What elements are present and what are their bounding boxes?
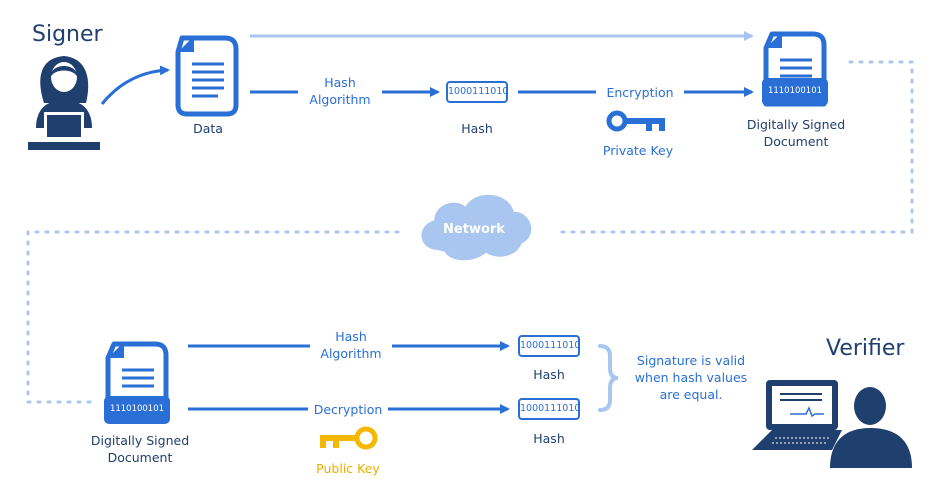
validity-note: Signature is valid when hash values are … (626, 352, 756, 403)
encryption-label: Encryption (606, 85, 674, 100)
hash-algorithm-top-line1: Hash (324, 75, 356, 90)
signature-binary-bottom: 1110100101 (109, 404, 165, 414)
signer-person-icon (28, 56, 100, 150)
verifier-person-icon (752, 380, 912, 468)
signer-title: Signer (32, 22, 103, 47)
network-connector-right (552, 60, 914, 234)
hash-box-2: 1000111010 (518, 398, 580, 420)
signed-doc-top-line2: Document (763, 134, 829, 149)
hash-label-2: Hash (533, 431, 565, 446)
signature-binary-top: 1110100101 (767, 86, 823, 96)
hash-box-1: 1000111010 (518, 335, 580, 357)
hash-algorithm-top-line2: Algorithm (309, 92, 371, 107)
validity-note-line1: Signature is valid (636, 353, 746, 368)
private-key-label: Private Key (602, 143, 674, 158)
hash-label-top: Hash (461, 121, 493, 136)
public-key-label: Public Key (316, 461, 380, 476)
signed-doc-bottom-line1: Digitally Signed (90, 433, 190, 448)
hash-algorithm-bottom-label: Hash Algorithm (310, 328, 392, 362)
public-key-icon (320, 426, 378, 450)
data-label: Data (193, 121, 223, 136)
network-label: Network (443, 222, 505, 237)
private-key-icon (606, 110, 665, 132)
network-cloud-icon (421, 194, 532, 261)
hash-algorithm-top-label: Hash Algorithm (300, 74, 380, 108)
decryption-label: Decryption (313, 402, 383, 417)
hash-label-1: Hash (533, 367, 565, 382)
validity-note-line3: are equal. (659, 387, 723, 402)
comparison-brace (598, 344, 619, 412)
signed-doc-bottom-line2: Document (107, 450, 173, 465)
network-connector-left (26, 230, 400, 404)
hash-algorithm-bottom-line1: Hash (335, 329, 367, 344)
signer-to-data-arrow (100, 65, 170, 105)
hash-box-top: 1000111010 (446, 81, 508, 103)
signed-doc-top-line1: Digitally Signed (746, 117, 846, 132)
signed-document-icon-top (762, 31, 828, 107)
hash-algorithm-bottom-line2: Algorithm (320, 346, 382, 361)
signed-document-icon-bottom (104, 341, 170, 424)
validity-note-line2: when hash values (634, 370, 748, 385)
signed-doc-label-top: Digitally Signed Document (740, 116, 852, 150)
signed-doc-label-bottom: Digitally Signed Document (84, 432, 196, 466)
verifier-title: Verifier (826, 336, 905, 361)
data-document-icon (175, 35, 239, 117)
